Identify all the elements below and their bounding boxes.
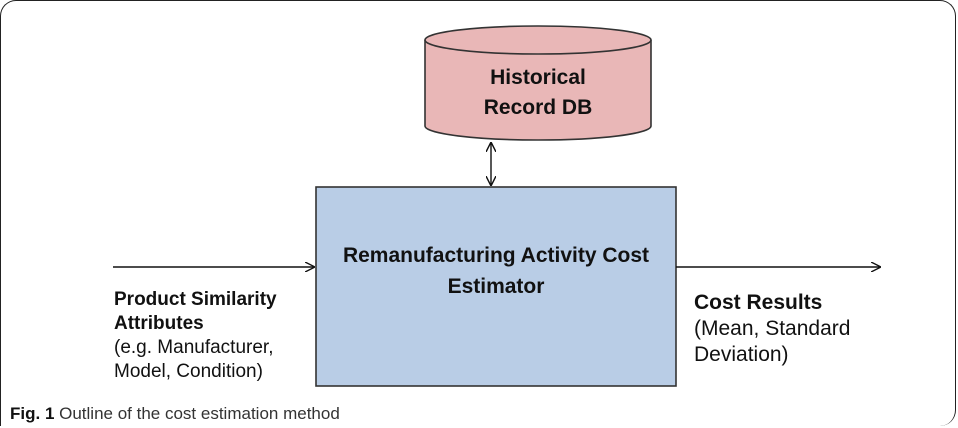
- input-title-line1: Product Similarity: [114, 289, 277, 310]
- process-box-label-line1: Remanufacturing Activity Cost: [342, 244, 650, 267]
- output-detail-line2: Deviation): [694, 343, 789, 366]
- figure-caption: Fig. 1 Outline of the cost estimation me…: [10, 404, 340, 424]
- output-detail-line1: (Mean, Standard: [694, 317, 851, 340]
- database-cylinder: [424, 25, 652, 141]
- database-label-line1: Historical: [490, 66, 586, 89]
- input-description: Product Similarity Attributes (e.g. Manu…: [114, 288, 277, 384]
- output-title: Cost Results: [694, 291, 823, 314]
- database-label: Historical Record DB: [448, 63, 628, 123]
- process-box-label: Remanufacturing Activity Cost Estimator: [316, 240, 676, 302]
- caption-text: Outline of the cost estimation method: [54, 404, 340, 423]
- input-detail-line2: Model, Condition): [114, 361, 263, 382]
- output-description: Cost Results (Mean, Standard Deviation): [694, 290, 850, 368]
- caption-label: Fig. 1: [10, 404, 55, 423]
- input-detail-line1: (e.g. Manufacturer,: [114, 337, 274, 358]
- process-box: [315, 186, 677, 387]
- input-title-line2: Attributes: [114, 313, 204, 334]
- database-label-line2: Record DB: [483, 96, 593, 119]
- process-box-label-line2: Estimator: [447, 275, 545, 298]
